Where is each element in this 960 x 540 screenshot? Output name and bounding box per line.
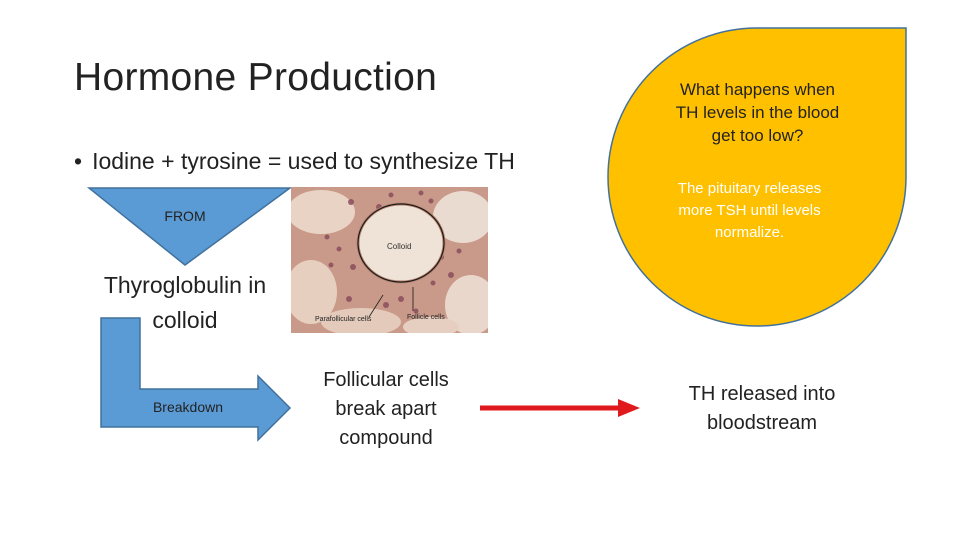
bullet-text: Iodine + tyrosine = used to synthesize T…: [92, 148, 515, 174]
bullet-point: • Iodine + tyrosine = used to synthesize …: [74, 148, 515, 175]
answer-line-1: The pituitary releases: [677, 180, 822, 197]
question-line-1: What happens when: [680, 80, 835, 99]
from-label: FROM: [164, 208, 206, 224]
from-down-arrow: [86, 187, 293, 266]
released-line-1: TH released into: [688, 383, 836, 405]
red-arrow-head: [618, 399, 640, 417]
thyroglobulin-line-1: Thyroglobulin in: [103, 272, 267, 298]
thyroglobulin-line-2: colloid: [152, 307, 218, 333]
breakdown-bent-arrow: [100, 317, 292, 442]
breakdown-label: Breakdown: [152, 399, 224, 415]
parafollicular-label: Parafollicular cells: [315, 316, 372, 323]
slide-title: Hormone Production: [74, 56, 438, 99]
released-line-2: bloodstream: [706, 412, 818, 434]
follicular-cells-text: Follicular cells break apart compound: [300, 366, 472, 453]
follicular-line-1: Follicular cells: [323, 369, 449, 391]
follicular-line-2: break apart: [335, 398, 437, 420]
colloid-label: Colloid: [387, 242, 411, 251]
question-line-2: TH levels in the blood: [675, 103, 840, 122]
follicle-cells-label: Follicle cells: [407, 314, 445, 321]
thyroglobulin-text: Thyroglobulin in colloid: [60, 268, 310, 338]
answer-line-2: more TSH until levels: [678, 202, 821, 219]
callout-question: What happens when TH levels in the blood…: [650, 78, 865, 147]
teardrop-shape: [607, 27, 907, 327]
callout-answer: The pituitary releases more TSH until le…: [652, 178, 847, 244]
question-line-3: get too low?: [711, 126, 804, 145]
bullet-marker: •: [74, 148, 83, 174]
th-released-text: TH released into bloodstream: [662, 380, 862, 438]
answer-line-3: normalize.: [714, 224, 785, 241]
thyroid-micrograph: Colloid Parafollicular cells Follicle ce…: [291, 187, 488, 333]
teardrop-callout: [590, 22, 920, 327]
follicular-line-3: compound: [339, 427, 433, 449]
